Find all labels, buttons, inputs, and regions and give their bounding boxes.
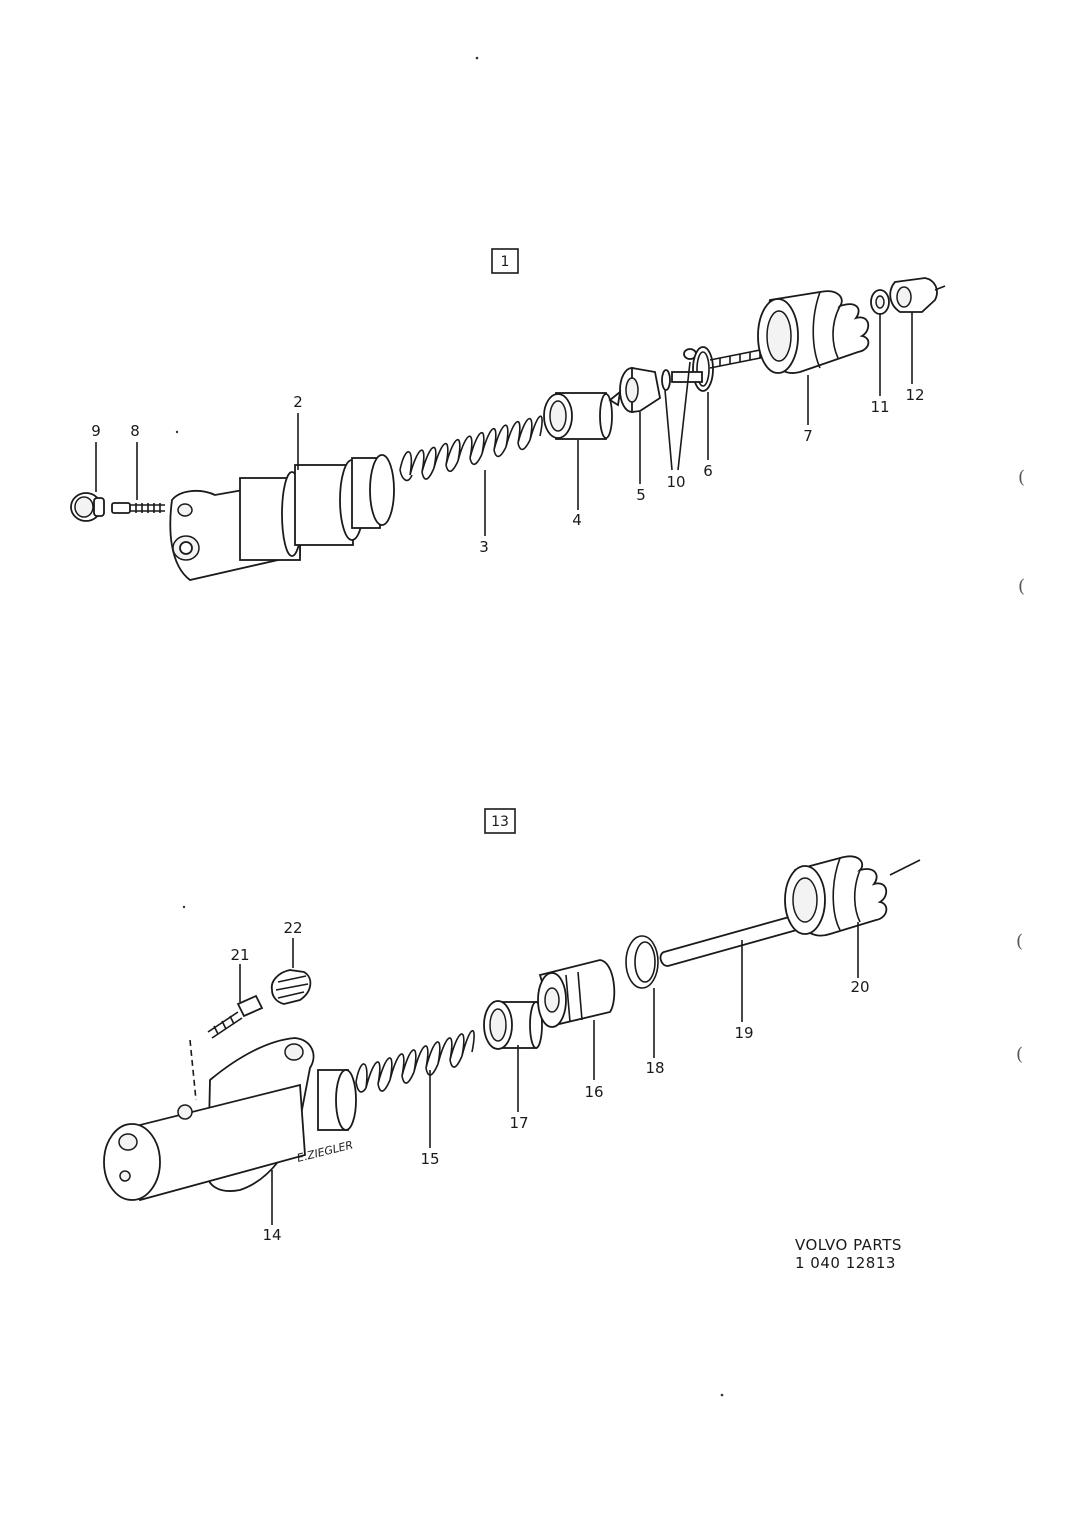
footer-line-2: 1 040 12813: [795, 1254, 896, 1272]
callout-6: 6: [703, 462, 713, 480]
callout-19: 19: [734, 1024, 753, 1042]
part-4-seal: [543, 392, 613, 440]
callout-20: 20: [850, 978, 869, 996]
leader-lines-top: [95, 312, 913, 536]
part-14-cylinder: [103, 1037, 357, 1202]
callout-22: 22: [283, 919, 302, 937]
speck: [175, 430, 179, 434]
part-7-boot: [757, 290, 870, 374]
part-5-piston: [608, 366, 661, 414]
callout-16: 16: [584, 1083, 603, 1101]
callout-2: 2: [293, 393, 303, 411]
speck: [182, 905, 186, 909]
margin-mark-3: (: [1016, 931, 1023, 952]
part-10-clip: [661, 348, 697, 391]
part-19-push-rod: [659, 912, 806, 967]
callouts-bottom: 22 21 14 15 17 16 18 19 20: [230, 919, 869, 1244]
callout-4: 4: [572, 511, 582, 529]
callout-11: 11: [870, 398, 889, 416]
footer-reference: VOLVO PARTS 1 040 12813: [795, 1236, 902, 1272]
margin-mark-1: (: [1018, 467, 1025, 488]
callout-9: 9: [91, 422, 101, 440]
part-18-circlip: [625, 935, 659, 989]
part-3-spring: [399, 415, 543, 482]
assembly-13-box-label: 13: [491, 814, 509, 830]
callout-17: 17: [509, 1114, 528, 1132]
part-17-seal: [483, 1000, 543, 1050]
callout-10: 10: [666, 473, 685, 491]
footer-line-1: VOLVO PARTS: [795, 1236, 902, 1254]
callout-5: 5: [636, 486, 646, 504]
margin-mark-4: (: [1016, 1044, 1023, 1065]
callout-15: 15: [420, 1150, 439, 1168]
part-20-boot: [784, 855, 921, 937]
part-2-cylinder: [169, 454, 395, 581]
part-16-piston: [537, 959, 616, 1028]
part-15-spring: [355, 1029, 475, 1093]
callout-7: 7: [803, 427, 813, 445]
part-8-bleed-screw: [111, 502, 165, 514]
margin-marks: ( ( ( (: [1016, 467, 1025, 1065]
margin-mark-2: (: [1018, 576, 1025, 597]
part-22-cap: [270, 969, 312, 1005]
part-21-bleed-screw: [189, 994, 264, 1101]
part-6-circlip: [692, 346, 714, 392]
callout-21: 21: [230, 946, 249, 964]
callout-12: 12: [905, 386, 924, 404]
part-12-clevis: [889, 277, 946, 313]
callout-3: 3: [479, 538, 489, 556]
part-9-cap: [70, 492, 105, 522]
assembly-13: 13 E.ZIEGLER: [103, 808, 921, 1244]
assembly-13-box: [484, 808, 516, 834]
callout-8: 8: [130, 422, 140, 440]
callouts-top: 9 8 2 3 4 5 10 6 7 11 12: [91, 386, 924, 556]
leader-lines-bottom: [239, 922, 859, 1225]
assembly-1-box-label: 1: [501, 254, 510, 270]
speck: [720, 1393, 724, 1397]
callout-14: 14: [262, 1226, 281, 1244]
assembly-1-box: [491, 248, 519, 274]
assembly-1: 1: [70, 248, 946, 581]
speck: [475, 56, 479, 60]
callout-18: 18: [645, 1059, 664, 1077]
part-11-nut: [870, 289, 890, 315]
